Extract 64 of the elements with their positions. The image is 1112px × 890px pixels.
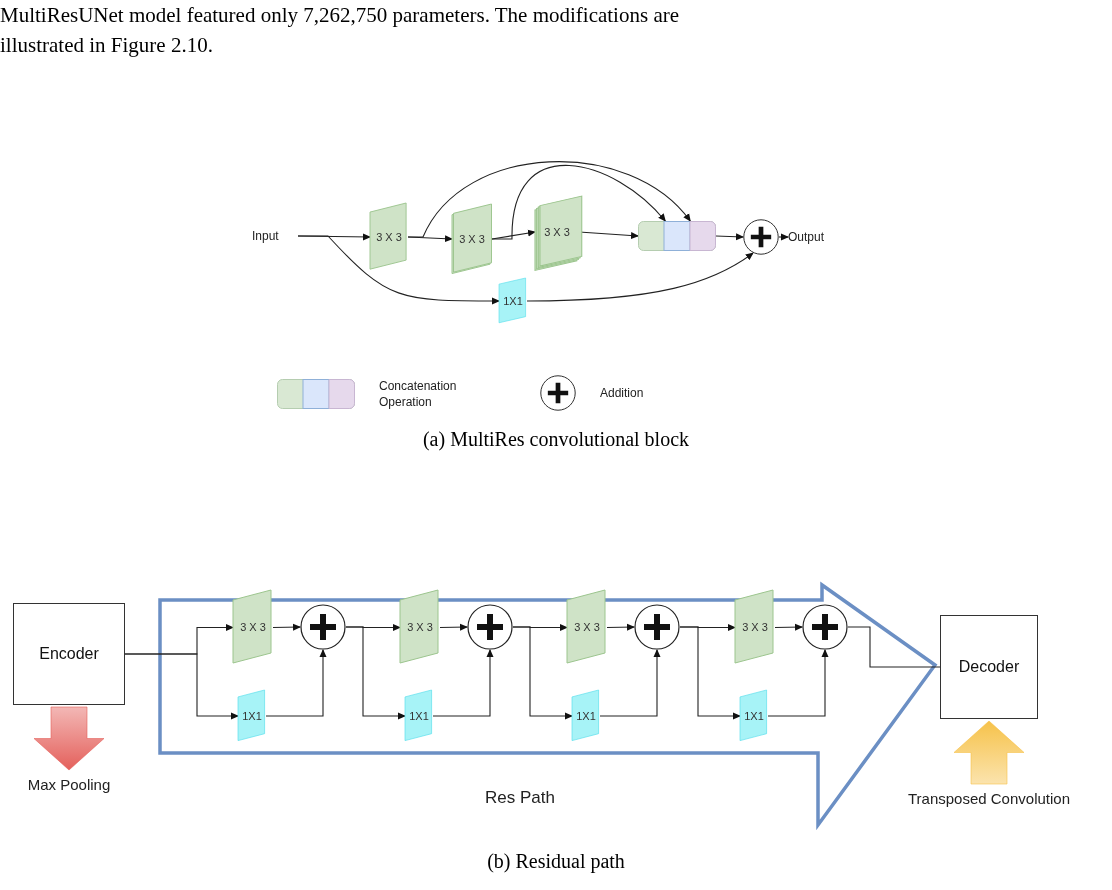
arrow <box>432 649 494 717</box>
layer-label: 3 X 3 <box>240 620 266 636</box>
arrow-label: Res Path <box>485 787 555 809</box>
box-label: Encoder <box>39 644 99 664</box>
conv-layer <box>233 590 273 665</box>
arrow <box>774 623 803 631</box>
layer-label: 3 X 3 <box>376 229 402 245</box>
process-box <box>13 603 125 705</box>
conv-layer <box>740 690 768 742</box>
flow-label: Input <box>252 226 298 246</box>
conv-layer <box>405 690 433 742</box>
arrow <box>512 626 573 720</box>
layer-label: 1X1 <box>744 708 764 724</box>
conv-layer <box>238 690 266 742</box>
conv-layer <box>400 590 440 665</box>
arrow-caption: Max Pooling <box>9 774 129 796</box>
arrow <box>526 252 754 302</box>
addition-symbol <box>743 219 779 255</box>
layer-label: 3 X 3 <box>544 224 570 240</box>
arrow <box>491 164 666 240</box>
arrow <box>407 161 691 238</box>
arrow <box>606 623 635 631</box>
arrow <box>439 623 468 631</box>
body-text: illustrated in Figure 2.10. <box>0 32 213 59</box>
addition-symbol <box>300 604 346 650</box>
block-arrow <box>953 720 1025 785</box>
flow-label: Output <box>788 227 844 247</box>
arrow <box>715 233 744 241</box>
arrow <box>679 626 741 720</box>
conv-layer <box>567 590 607 665</box>
arrow <box>272 623 301 631</box>
legend-label: Concatenation Operation <box>379 378 458 410</box>
arrow <box>265 649 327 717</box>
conv-layer <box>452 204 492 274</box>
layer-label: 1X1 <box>409 708 429 724</box>
arrow <box>778 233 789 241</box>
conv-layer <box>370 203 408 271</box>
arrow <box>599 649 661 717</box>
box-label: Decoder <box>958 657 1020 677</box>
addition-symbol <box>634 604 680 650</box>
process-box <box>940 615 1038 719</box>
arrow <box>297 235 500 305</box>
layer-label: 3 X 3 <box>407 620 433 636</box>
conv-layer <box>499 278 527 324</box>
arrow-caption: Transposed Convolution <box>882 788 1096 810</box>
layer-label: 1X1 <box>242 708 262 724</box>
body-text: MultiResUNet model featured only 7,262,750 parameters. The modifications are <box>0 2 680 29</box>
figure-caption: (b) Residual path <box>486 849 626 875</box>
legend-label: Addition <box>600 385 645 401</box>
arrow <box>124 653 239 720</box>
concatenation-block <box>638 221 716 251</box>
conv-layer <box>572 690 600 742</box>
layer-label: 3 X 3 <box>742 620 768 636</box>
block-arrow <box>33 706 105 771</box>
addition-symbol <box>802 604 848 650</box>
conv-layer <box>735 590 775 665</box>
layer-label: 3 X 3 <box>574 620 600 636</box>
layer-label: 1X1 <box>576 708 596 724</box>
arrow <box>767 649 829 717</box>
layer-label: 1X1 <box>503 293 523 309</box>
arrow <box>345 626 406 720</box>
addition-symbol <box>467 604 513 650</box>
figure-caption: (a) MultiRes convolutional block <box>421 427 691 453</box>
layer-label: 3 X 3 <box>459 231 485 247</box>
